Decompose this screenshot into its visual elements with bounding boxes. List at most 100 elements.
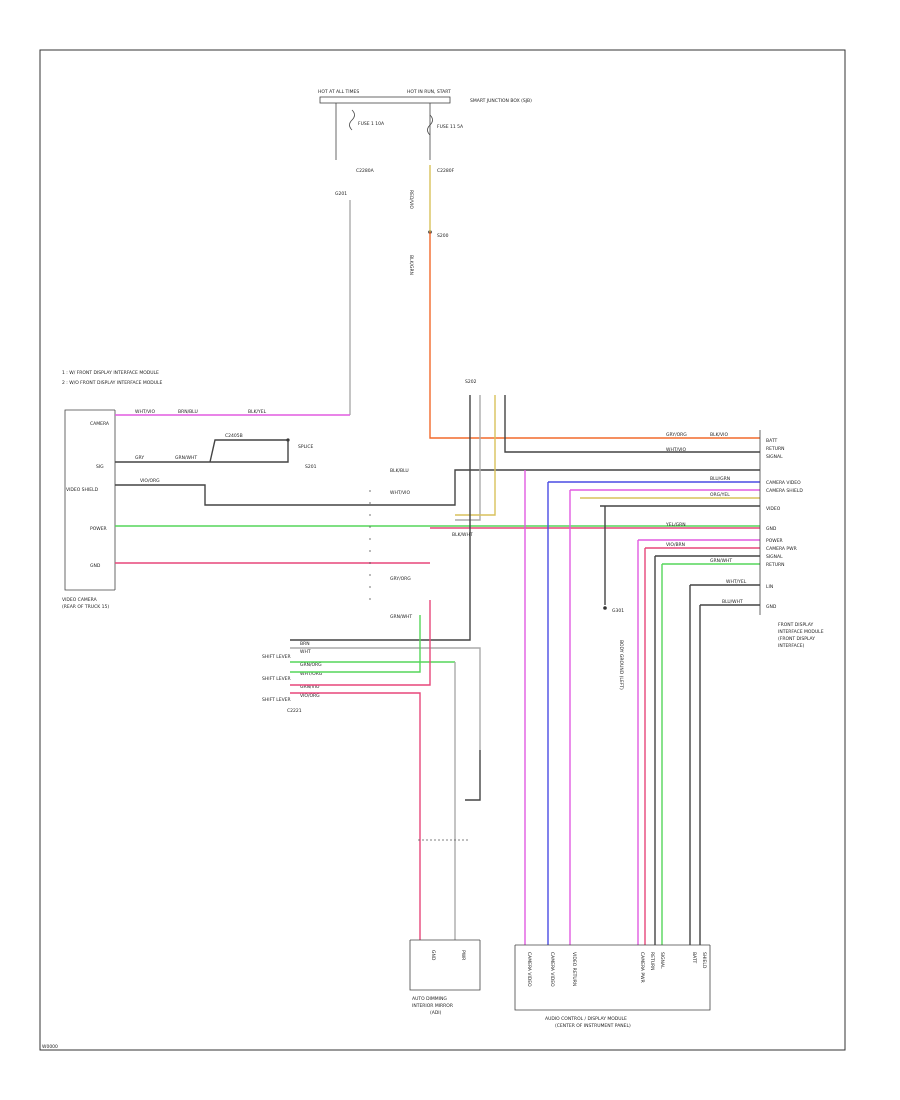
camera-pin-3: VIDEO SHIELD (66, 487, 99, 493)
video-wire-label-2: GRN/WHT (175, 455, 197, 461)
right-pin-1: BATT (766, 438, 777, 444)
shift-conn-label: C2221 (287, 708, 302, 714)
audio-pin-6: SIGNAL (659, 952, 665, 969)
mirror-pin-1: GND (430, 950, 436, 961)
mirror-name: AUTO DIMMING (412, 996, 447, 1002)
right-wire-6: YEL/GRN (665, 522, 686, 528)
shift-wire-4: WHT/ORG (300, 671, 323, 677)
shift-wire-green-2 (290, 615, 421, 673)
ground-section: G301 BODY GROUND (LEFT) (603, 606, 624, 690)
center-label-4: GRN/WHT (390, 614, 412, 620)
diagram-frame (39, 49, 846, 1051)
shield-black-wire (115, 469, 760, 506)
right-pin-7: GND (766, 526, 777, 532)
audio-pin-7: BATT (691, 952, 697, 963)
right-wire-2: BLK/VIO (710, 432, 728, 438)
audio-module-name: AUDIO CONTROL / DISPLAY MODULE (545, 1016, 627, 1022)
fuse-a-label: FUSE 1 10A (358, 121, 385, 127)
video-jumper-wire (209, 439, 288, 463)
jumper-note: SPLICE (298, 444, 314, 450)
right-wire-1: GRY/ORG (666, 432, 687, 438)
audio-module-outline (514, 945, 711, 1011)
fuse-b-symbol (427, 114, 433, 136)
right-pin-8: POWER (766, 538, 783, 544)
audio-pin-2: CAMERA VIDEO (549, 952, 555, 987)
shift-wire-gray (290, 647, 481, 750)
right-wire-7: VIO/BRN (666, 542, 685, 548)
orange-batt-wire (429, 232, 760, 439)
right-pin-2: RETURN (766, 446, 785, 452)
fuse-a-symbol (349, 109, 355, 131)
fuse-b-label: FUSE 11 5A (437, 124, 464, 130)
auto-dimming-mirror: GND PWR AUTO DIMMING INTERIOR MIRROR (AD… (409, 939, 481, 1016)
shield-wire-label: VIO/ORG (140, 478, 160, 484)
audio-pin-3: VIDEO RETURN (571, 952, 577, 986)
video-link-wire (265, 440, 289, 463)
right-pin-5: CAMERA SHIELD (766, 488, 803, 494)
c-b-label: C2280F (437, 168, 455, 174)
camera-wire-2: BRN/BLU (178, 409, 198, 415)
right-wire-3: WHT/VIO (666, 447, 687, 453)
right-pin-4: CAMERA VIDEO (766, 480, 801, 486)
video-camera-module: CAMERA SIG VIDEO SHIELD POWER GND VIDEO … (62, 409, 116, 610)
center-label-1: BLK/BLU (390, 468, 409, 474)
ground-dot (603, 606, 607, 610)
hot-run-label: HOT IN RUN, START (407, 89, 451, 95)
legend-line-1: 1 : W/ FRONT DISPLAY INTERFACE MODULE (62, 370, 159, 376)
camera-wire-3: BLK/YEL (248, 409, 267, 415)
jumper-label: C2405B (225, 433, 243, 439)
right-module-name-3: (FRONT DISPLAY (778, 636, 815, 642)
right-pin-6: VIDEO (766, 506, 781, 512)
legend-line-2: 2 : W/O FRONT DISPLAY INTERFACE MODULE (62, 380, 163, 386)
ground-label: G301 (612, 608, 624, 614)
camera-pin-1: CAMERA (90, 421, 110, 427)
mirror-name-3: (ADI) (430, 1010, 442, 1016)
shift-wire-black (290, 465, 471, 641)
right-wire-8: GRN/WHT (710, 558, 732, 564)
camera-pin-2: SIG (96, 464, 104, 470)
c-a-label: C2280A (356, 168, 375, 174)
right-module-name-2: INTERFACE MODULE (778, 629, 824, 635)
shift-wire-5: GRN/VIO (300, 684, 320, 690)
right-module-name-4: INTERFACE) (778, 643, 805, 649)
camera-wire-1: WHT/VIO (135, 409, 156, 415)
wire-b-label: BLK/GRN (408, 255, 414, 275)
right-pin-10: SIGNAL (766, 554, 783, 560)
footer-code: W0000 (42, 1044, 58, 1050)
shift-label-1: SHIFT LEVER (262, 654, 291, 660)
shift-wire-pink (290, 600, 431, 686)
right-wire-5: ORG/YEL (710, 492, 730, 498)
power-section: HOT AT ALL TIMES HOT IN RUN, START SMART… (318, 89, 532, 275)
audio-module-name-2: (CENTER OF INSTRUMENT PANEL) (555, 1023, 631, 1029)
ground-a-label: G201 (335, 191, 347, 197)
audio-pin-1: CAMERA VIDEO (526, 952, 532, 987)
right-pin-9: CAMERA PWR (766, 546, 797, 552)
mirror-black-wire (465, 750, 481, 801)
camera-pin-6: GND (90, 563, 101, 569)
audio-pin-4: CAMERA PWR (639, 952, 645, 983)
right-wire-9: WHT/YEL (726, 579, 747, 585)
right-module-name: FRONT DISPLAY (778, 622, 814, 628)
center-video-label: BLK/WHT (452, 532, 473, 538)
shift-wire-pink-2 (290, 692, 421, 940)
camera-name-2: (REAR OF TRUCK 15) (62, 604, 109, 610)
audio-pin-8: SHIELD (701, 952, 707, 969)
mirror-name-2: INTERIOR MIRROR (412, 1003, 453, 1009)
audio-display-module: CAMERA VIDEO CAMERA VIDEO VIDEO RETURN C… (514, 944, 711, 1029)
vbundle-2 (455, 395, 481, 521)
camera-name: VIDEO CAMERA (62, 597, 98, 603)
right-pin-3: SIGNAL (766, 454, 783, 460)
center-label-3: GRY/ORG (390, 576, 411, 582)
fuse-block (319, 96, 451, 104)
vbundle-4 (504, 395, 760, 453)
junction-box-label: SMART JUNCTION BOX (SJB) (470, 98, 532, 104)
hot-battery-label: HOT AT ALL TIMES (318, 89, 359, 95)
shift-wire-1: BRN (300, 641, 310, 647)
splice-s202: S202 (465, 379, 477, 385)
shift-wire-2: WHT (300, 649, 311, 655)
vbundle-3 (455, 395, 496, 516)
camera-pin-5: POWER (90, 526, 107, 532)
mirror-outline (409, 940, 481, 991)
wire-a-label: RED/VIO (408, 190, 414, 209)
